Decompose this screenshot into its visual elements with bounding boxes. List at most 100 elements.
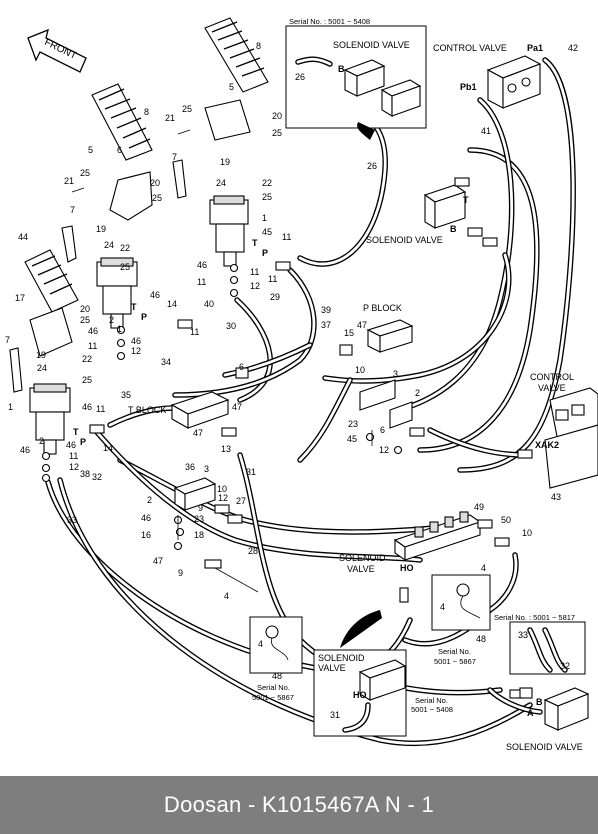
callout-number: 40 xyxy=(204,299,214,309)
pedal-8-left xyxy=(91,83,153,161)
callout-number: 2 xyxy=(147,495,152,505)
solenoid-valve-mid-label: SOLENOID VALVE xyxy=(366,235,443,245)
callout-number: 1 xyxy=(8,402,13,412)
callout-number: 6 xyxy=(239,362,244,372)
callout-number: 16 xyxy=(141,530,151,540)
pedal-brackets xyxy=(9,99,251,393)
callout-number: 29 xyxy=(270,292,280,302)
callout-number: 15 xyxy=(344,328,354,338)
callout-number: 4 xyxy=(258,639,263,649)
callout-number: 2 xyxy=(415,388,420,398)
callout-number: 11 xyxy=(88,341,97,351)
diagram-label: P xyxy=(80,437,86,447)
callout-number: 4 xyxy=(481,563,486,573)
callout-number: 32 xyxy=(560,661,570,671)
inset-right: Serial No. : 5001 ~ 5817 33 32 xyxy=(494,613,586,675)
callout-number: 48 xyxy=(476,634,486,644)
callout-number: 25 xyxy=(182,104,192,114)
callout-number: 25 xyxy=(272,128,282,138)
footer-part-number: Doosan - K1015467A N - 1 xyxy=(163,792,435,817)
solenoid-valve-box-label-1: SOLENOID xyxy=(318,653,365,663)
inset-middle-right: 4 48 Serial No. 5001 ~ 5867 xyxy=(431,574,491,666)
fittings xyxy=(41,129,533,699)
callout-numbers: 8 42 5 8 25 21 20 25 41 5 6 7 19 25 21 2… xyxy=(5,41,578,601)
callout-number: 27 xyxy=(236,496,246,506)
inset-bottom-center: SOLENOID VALVE HO 31 xyxy=(313,610,407,737)
callout-number: 25 xyxy=(120,262,130,272)
callout-number: 36 xyxy=(185,462,195,472)
callout-number: 6 xyxy=(380,425,385,435)
xak2-label: XAK2 xyxy=(535,440,559,450)
callout-number: 19 xyxy=(96,224,106,234)
callout-number: 47 xyxy=(193,428,203,438)
bracket-3 xyxy=(359,379,413,429)
solenoid-valve-top-label: SOLENOID VALVE xyxy=(333,40,410,50)
callout-number: 39 xyxy=(321,305,331,315)
solenoid-valve-mid-body xyxy=(423,184,467,229)
callout-number: 8 xyxy=(144,107,149,117)
hydraulic-pilot-diagram: FRONT xyxy=(5,17,598,752)
callout-number: 37 xyxy=(321,320,331,330)
pedal-44 xyxy=(24,249,79,313)
callout-number: 20 xyxy=(272,111,282,121)
callout-number: 25 xyxy=(82,375,92,385)
serial-note-middle-right-1: Serial No. xyxy=(438,647,471,656)
callout-number: 26 xyxy=(295,72,305,82)
diagram-label: T xyxy=(463,195,469,205)
callout-number: 7 xyxy=(172,152,177,162)
callout-number: 18 xyxy=(194,530,204,540)
pilot-valve-middle xyxy=(96,257,138,329)
serial-note-bottom-center-2: 5001 ~ 5408 xyxy=(411,705,453,714)
callout-number: 11 xyxy=(197,277,206,287)
callout-number: 14 xyxy=(167,299,177,309)
callout-number: 44 xyxy=(18,232,28,242)
callout-number: 35 xyxy=(121,390,131,400)
callout-number: 42 xyxy=(568,43,578,53)
callout-number: 4 xyxy=(224,591,229,601)
block-36 xyxy=(173,477,217,511)
callout-number: 8 xyxy=(256,41,261,51)
control-valve-top-label: CONTROL VALVE xyxy=(433,43,507,53)
callout-number: 9 xyxy=(178,568,183,578)
callout-number: 10 xyxy=(355,365,365,375)
callout-number: 1 xyxy=(117,324,122,334)
serial-note-middle-right-2: 5001 ~ 5867 xyxy=(434,657,476,666)
t-block xyxy=(170,391,230,429)
diagram-label: B xyxy=(450,224,457,234)
callout-number: 43 xyxy=(551,492,561,502)
callout-number: 9 xyxy=(198,503,203,513)
control-valve-right-label-2: VALVE xyxy=(538,383,566,393)
callout-number: 25 xyxy=(80,168,90,178)
callout-number: 20 xyxy=(80,304,90,314)
callout-number: 31 xyxy=(330,710,340,720)
callout-number: 2 xyxy=(39,436,44,446)
solenoid-valve-center-body xyxy=(393,511,482,562)
ho-label-box: HO xyxy=(353,690,367,700)
p-block-label: P BLOCK xyxy=(363,303,402,313)
callout-number: 24 xyxy=(216,178,226,188)
callout-number: 21 xyxy=(165,113,175,123)
callout-number: 1 xyxy=(262,213,267,223)
callout-number: 46 xyxy=(141,513,151,523)
callout-number: 3 xyxy=(393,369,398,379)
callout-number: 7 xyxy=(70,205,75,215)
callout-number: 14 xyxy=(103,443,113,453)
callout-number: 30 xyxy=(226,321,236,331)
callout-number: 41 xyxy=(481,126,491,136)
port-a-bottom: A xyxy=(527,708,534,718)
callout-number: 45 xyxy=(347,434,357,444)
callout-number: 47 xyxy=(357,320,367,330)
control-valve-right xyxy=(544,387,598,489)
diagram-label: T xyxy=(131,302,137,312)
callout-number: 12 xyxy=(69,462,79,472)
callout-number: 3 xyxy=(204,464,209,474)
callout-number: 7 xyxy=(5,335,10,345)
diagram-label: T xyxy=(73,427,79,437)
callout-number: 33 xyxy=(67,515,77,525)
solenoid-valve-bottom-right: SOLENOID VALVE A B xyxy=(506,687,590,752)
p-block xyxy=(366,319,414,353)
solenoid-valve-bottom-right-label: SOLENOID VALVE xyxy=(506,742,583,752)
front-arrow: FRONT xyxy=(27,28,87,73)
serial-note-top: Serial No. : 5001 ~ 5408 xyxy=(289,17,370,26)
diagram-label: P xyxy=(141,312,147,322)
